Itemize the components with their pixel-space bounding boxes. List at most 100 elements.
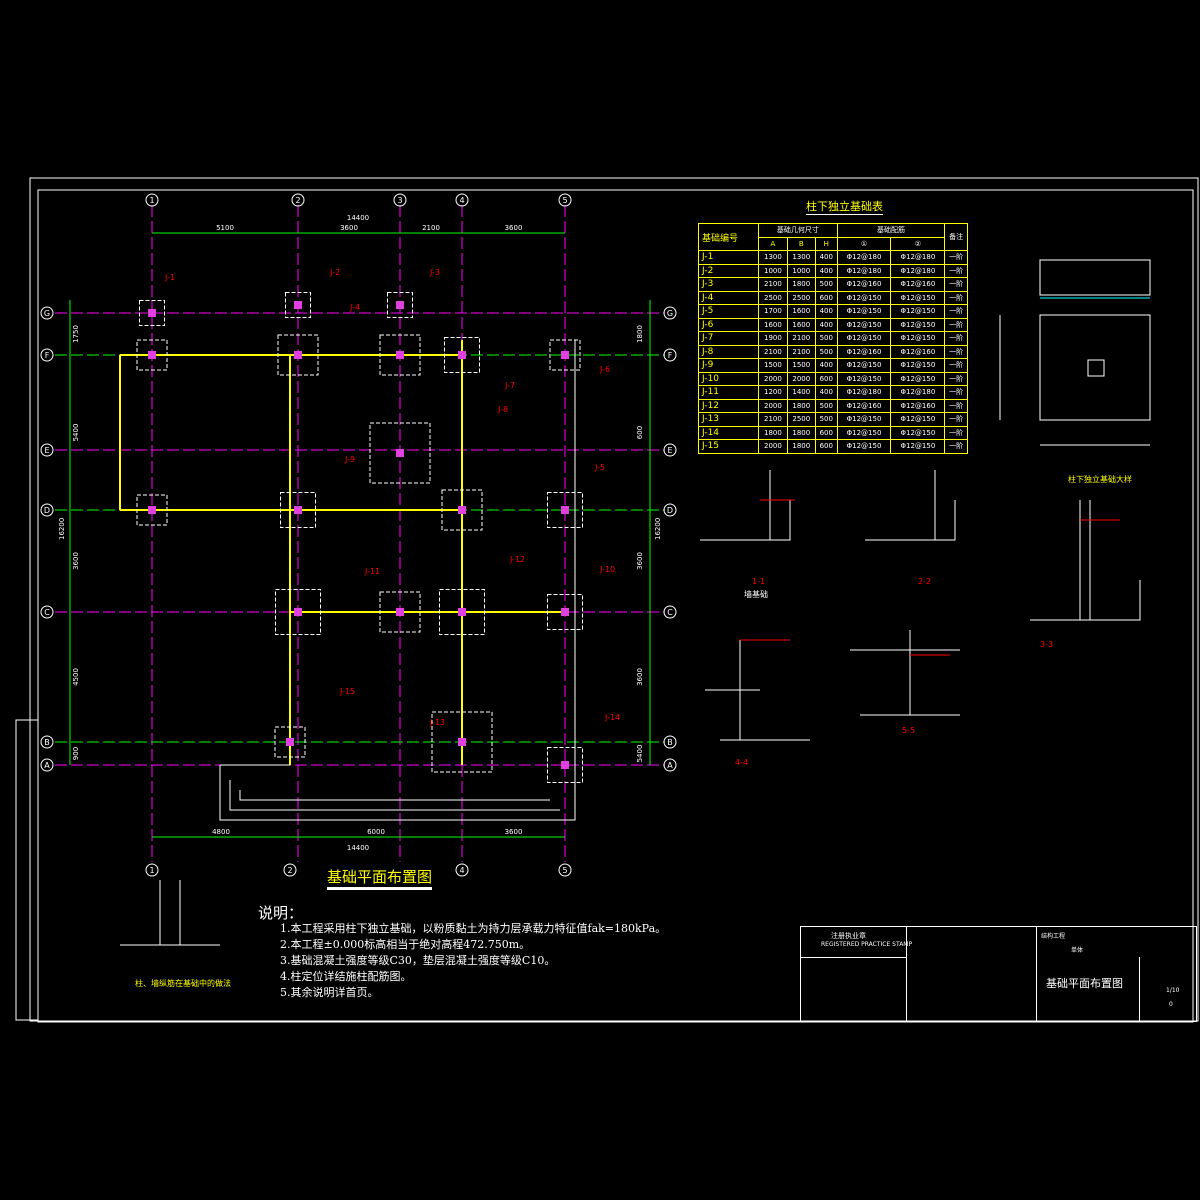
table-cell: 一阶 [944,371,968,386]
table-cell: 一阶 [944,277,968,292]
column [148,506,156,514]
footing-outline [285,292,311,318]
table-cell: 1200 [758,385,788,400]
table-cell: 500 [814,344,838,359]
dim-text: 900 [72,747,80,760]
axis-label: G [44,309,50,318]
note-item: 1.本工程采用柱下独立基础，以粉质黏土为持力层承载力特征值fak=180kPa。 [280,922,667,935]
table-cell: J-12 [697,398,760,413]
wall-foundation-caption: 墙基础 [744,590,768,599]
column [148,309,156,317]
footing-label: J-7 [504,381,515,390]
axis-label: B [44,738,50,747]
footing-label: J-4 [349,303,360,312]
dim-text: 3600 [340,224,358,232]
table-cell: 1800 [758,425,788,440]
table-cell: 一阶 [944,358,968,373]
axis-bubble [40,758,54,772]
footing-outline [274,726,306,758]
table-cell: 一阶 [944,412,968,427]
axis-label: 3 [397,196,402,205]
axis-label: 4 [459,866,464,875]
axis-label: G [667,309,673,318]
table-cell: 400 [814,317,838,332]
axis-bubble [663,306,677,320]
table-cell: Φ12@150 [836,331,892,346]
footing-outline [439,589,485,635]
footing-label: J-3 [429,268,440,277]
foundation-beam [119,340,565,765]
table-cell: J-4 [697,290,760,305]
table-cell: Φ12@180 [890,250,946,265]
footing-outline [549,339,581,371]
footing-label: J-1 [164,273,175,282]
table-cell: 2500 [786,290,816,305]
stamp-label-en: REGISTERED PRACTICE STAMP [821,941,913,948]
table-cell: 2100 [786,344,816,359]
inner-frame [37,189,1194,1023]
footing-outline [387,292,413,318]
footing-label: J-12 [509,555,525,564]
table-cell: 2100 [758,344,788,359]
axis-bubble [558,863,572,877]
column [561,351,569,359]
section-label: 3-3 [1040,640,1054,649]
typical-detail-title: 柱下独立基础大样 [1068,475,1132,484]
table-cell: J-13 [697,412,760,427]
typical-detail [999,259,1151,446]
table-cell: 1900 [758,331,788,346]
notes-heading: 说明： [258,904,304,922]
table-cell: 600 [814,371,838,386]
axis-bubble [291,193,305,207]
table-cell: Φ12@150 [836,304,892,319]
axis-label: 4 [459,196,464,205]
axis-bubble [663,503,677,517]
table-cell: 2000 [758,439,788,454]
dim-text: 4500 [72,668,80,686]
section-label: 5-5 [902,726,916,735]
table-cell: 1300 [758,250,788,265]
table-cell: Φ12@150 [890,304,946,319]
drawing-title: 基础平面布置图 [1046,977,1123,990]
table-cell: Φ12@150 [890,331,946,346]
axis-label: F [668,351,673,360]
side-stamp [15,719,39,1021]
footing-outline [431,711,493,773]
footing-outline [379,334,421,376]
footing-label: J-15 [339,687,355,696]
footing-outline [444,337,480,373]
column [458,608,466,616]
axis-bubble [283,863,297,877]
dim-text: 3600 [72,552,80,570]
dim-text: 16200 [58,518,66,540]
axis-label: 1 [149,866,154,875]
scale: 1/10 [1166,987,1180,994]
table-cell: Φ12@180 [836,385,892,400]
table-cell: 1600 [786,304,816,319]
header-geometry: 基础几何尺寸 [758,223,838,238]
column [294,506,302,514]
table-cell: J-14 [697,425,760,440]
dim-text: 6000 [367,828,385,836]
table-cell: Φ12@150 [836,371,892,386]
dim-text: 3600 [636,552,644,570]
table-cell: 1700 [758,304,788,319]
axis-bubble [558,193,572,207]
table-cell: Φ12@150 [890,358,946,373]
table-cell: 2500 [786,412,816,427]
subheader: ① [836,236,892,251]
table-cell: Φ12@160 [890,398,946,413]
table-cell: 500 [814,277,838,292]
footing-outline [219,340,576,821]
table-cell: Φ12@150 [890,425,946,440]
axis-label: A [667,761,673,770]
footing-outline [277,334,319,376]
